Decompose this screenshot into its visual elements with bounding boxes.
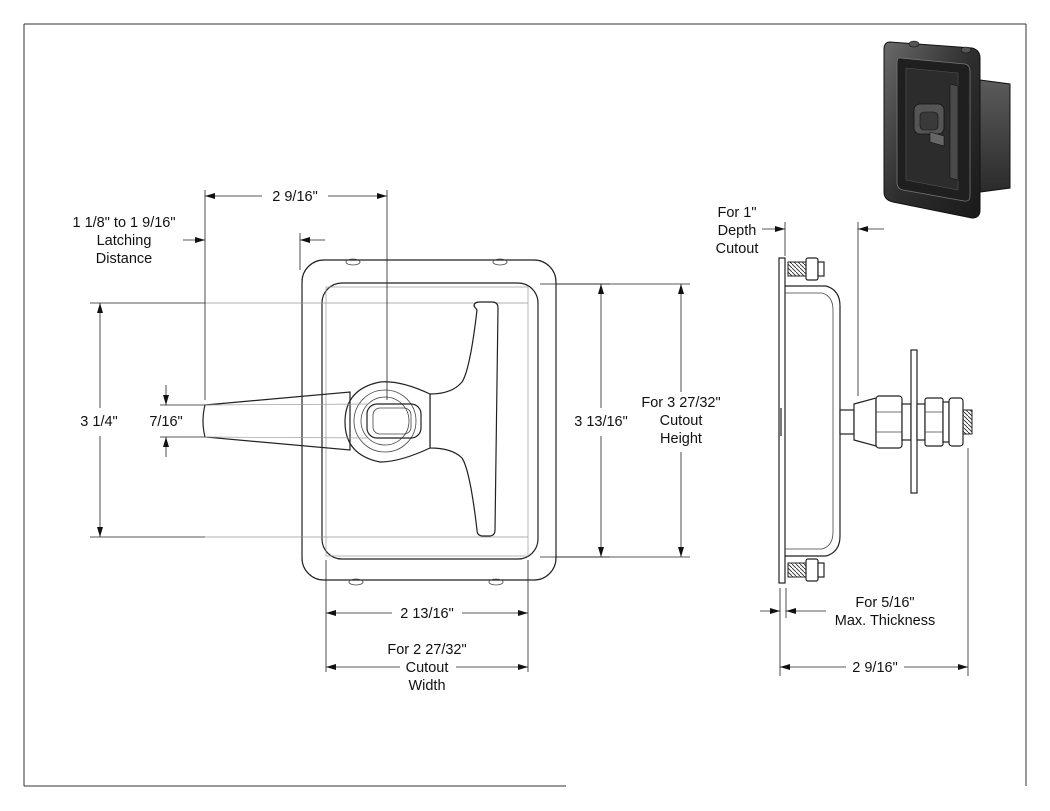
front-view-latch: [202, 258, 557, 586]
dim-latching-line2: Latching: [97, 233, 152, 249]
dim-inner-width: 2 13/16": [400, 606, 454, 622]
dim-overall-height: 3 1/4": [80, 414, 117, 430]
t-handle: [429, 301, 499, 537]
dim-depth-line2: Depth: [718, 223, 757, 239]
dim-side-depth: 2 9/16": [852, 660, 897, 676]
dim-cutout-height-line2: Cutout: [660, 413, 703, 429]
dim-inner-height: 3 13/16": [574, 414, 628, 430]
dim-cutout-width-line1: For 2 27/32": [387, 642, 466, 658]
side-dimensions: [760, 222, 969, 676]
dim-cutout-height-line1: For 3 27/32": [641, 395, 720, 411]
dim-latching-line1: 1 1/8" to 1 9/16": [72, 215, 175, 231]
dim-latching-line3: Distance: [96, 251, 152, 267]
side-view-latch: [778, 257, 973, 584]
dim-thickness-line1: For 5/16": [855, 595, 914, 611]
dim-depth-line3: Cutout: [716, 241, 759, 257]
drawing-frame: [23, 23, 1027, 787]
dim-thickness-line2: Max. Thickness: [835, 613, 935, 629]
side-labels: For 1" Depth Cutout For 5/16" Max. Thick…: [716, 205, 936, 676]
dim-cutout-width-line2: Cutout: [406, 660, 449, 676]
latch-hub: [344, 381, 431, 463]
dim-cutout-width-line3: Width: [408, 678, 445, 694]
dim-top-width: 2 9/16": [272, 189, 317, 205]
front-labels: 2 9/16" 1 1/8" to 1 9/16" Latching Dista…: [72, 189, 720, 694]
dim-cutout-height-line3: Height: [660, 431, 702, 447]
product-photo: [883, 40, 1011, 219]
dim-handle-thickness: 7/16": [149, 414, 182, 430]
latch-tongue: [202, 391, 351, 451]
front-dimensions: [90, 190, 690, 672]
dim-depth-line1: For 1": [718, 205, 757, 221]
